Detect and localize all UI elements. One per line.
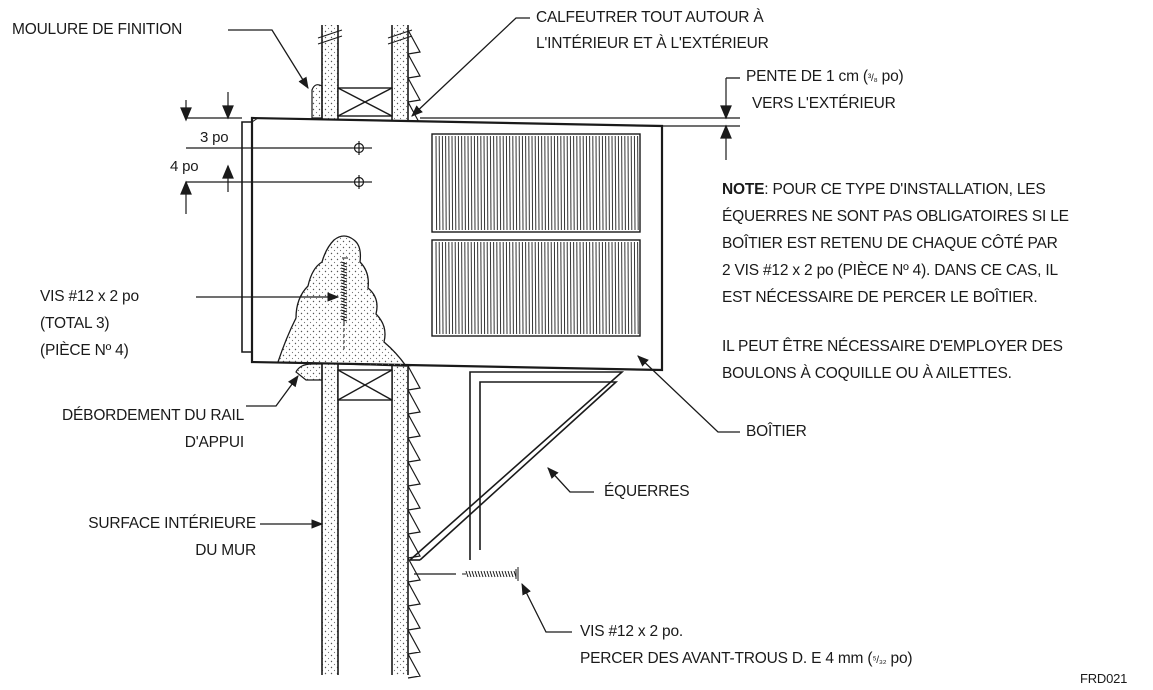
vis-bottom-text-b: po) bbox=[886, 650, 913, 667]
wall-header bbox=[337, 87, 393, 117]
pente-fraction: ³/₈ bbox=[867, 73, 878, 84]
louvre-lower bbox=[435, 241, 639, 335]
note-line6: IL PEUT ÊTRE NÉCESSAIRE D'EMPLOYER DES bbox=[722, 338, 1063, 355]
note-bold: NOTE bbox=[722, 181, 765, 198]
label-debordement-line2: D'APPUI bbox=[184, 434, 244, 451]
louvre-upper bbox=[435, 135, 639, 231]
pente-text-b: po) bbox=[877, 68, 904, 85]
label-debordement-line1: DÉBORDEMENT DU RAIL bbox=[62, 407, 244, 424]
label-surface-line2: DU MUR bbox=[195, 542, 256, 559]
label-vis-left-line1: VIS #12 x 2 po bbox=[40, 288, 139, 305]
note-line4: 2 VIS #12 x 2 po (PIÈCE Nº 4). DANS CE C… bbox=[722, 262, 1058, 279]
label-calfeutrer-line1: CALFEUTRER TOUT AUTOUR À bbox=[536, 9, 764, 26]
label-vis-bottom-line2: PERCER DES AVANT-TROUS D. E 4 mm (⁵/₃₂ p… bbox=[580, 648, 913, 672]
note-line2: ÉQUERRES NE SONT PAS OBLIGATOIRES SI LE bbox=[722, 208, 1069, 225]
label-calfeutrer-line2: L'INTÉRIEUR ET À L'EXTÉRIEUR bbox=[536, 35, 769, 52]
wall-sill bbox=[337, 369, 393, 401]
vis-bottom-fraction: ⁵/₃₂ bbox=[872, 655, 887, 666]
screw-holes bbox=[352, 141, 372, 189]
screw-in-cutaway bbox=[340, 257, 348, 326]
label-moulure: MOULURE DE FINITION bbox=[12, 21, 183, 38]
label-equerres: ÉQUERRES bbox=[604, 483, 690, 500]
dimension-4po: 4 po bbox=[170, 158, 199, 175]
label-pente-line1: PENTE DE 1 cm (³/₈ po) bbox=[746, 66, 904, 90]
finish-trim-molding bbox=[295, 84, 323, 381]
bracket-screw bbox=[462, 567, 519, 581]
note-line1-text: : POUR CE TYPE D'INSTALLATION, LES bbox=[764, 181, 1046, 198]
dimension-lines bbox=[180, 92, 352, 214]
label-pente-line2: VERS L'EXTÉRIEUR bbox=[752, 95, 896, 112]
support-bracket bbox=[409, 371, 625, 561]
note-line3: BOÎTIER EST RETENU DE CHAQUE CÔTÉ PAR bbox=[722, 235, 1058, 252]
figure-code: FRD021 bbox=[1080, 671, 1128, 686]
label-vis-left-line2: (TOTAL 3) bbox=[40, 315, 110, 332]
pente-text-a: PENTE DE 1 cm ( bbox=[746, 68, 868, 85]
louvre-frames bbox=[431, 133, 641, 337]
dimension-3po: 3 po bbox=[200, 129, 229, 146]
note-line5: EST NÉCESSAIRE DE PERCER LE BOÎTIER. bbox=[722, 289, 1038, 306]
label-boitier: BOÎTIER bbox=[746, 423, 807, 440]
label-vis-bottom-line1: VIS #12 x 2 po. bbox=[580, 623, 683, 640]
note-line1: NOTE: POUR CE TYPE D'INSTALLATION, LES bbox=[722, 176, 1069, 203]
label-note: NOTE: POUR CE TYPE D'INSTALLATION, LES É… bbox=[722, 176, 1069, 387]
vis-bottom-text-a: PERCER DES AVANT-TROUS D. E 4 mm ( bbox=[580, 650, 873, 667]
leader-lines bbox=[196, 17, 740, 633]
slope-dimension bbox=[420, 78, 740, 160]
label-surface-line1: SURFACE INTÉRIEURE bbox=[88, 515, 256, 532]
label-vis-left-line3: (PIÈCE Nº 4) bbox=[40, 342, 129, 359]
note-line7: BOULONS À COQUILLE OU À AILETTES. bbox=[722, 365, 1012, 382]
